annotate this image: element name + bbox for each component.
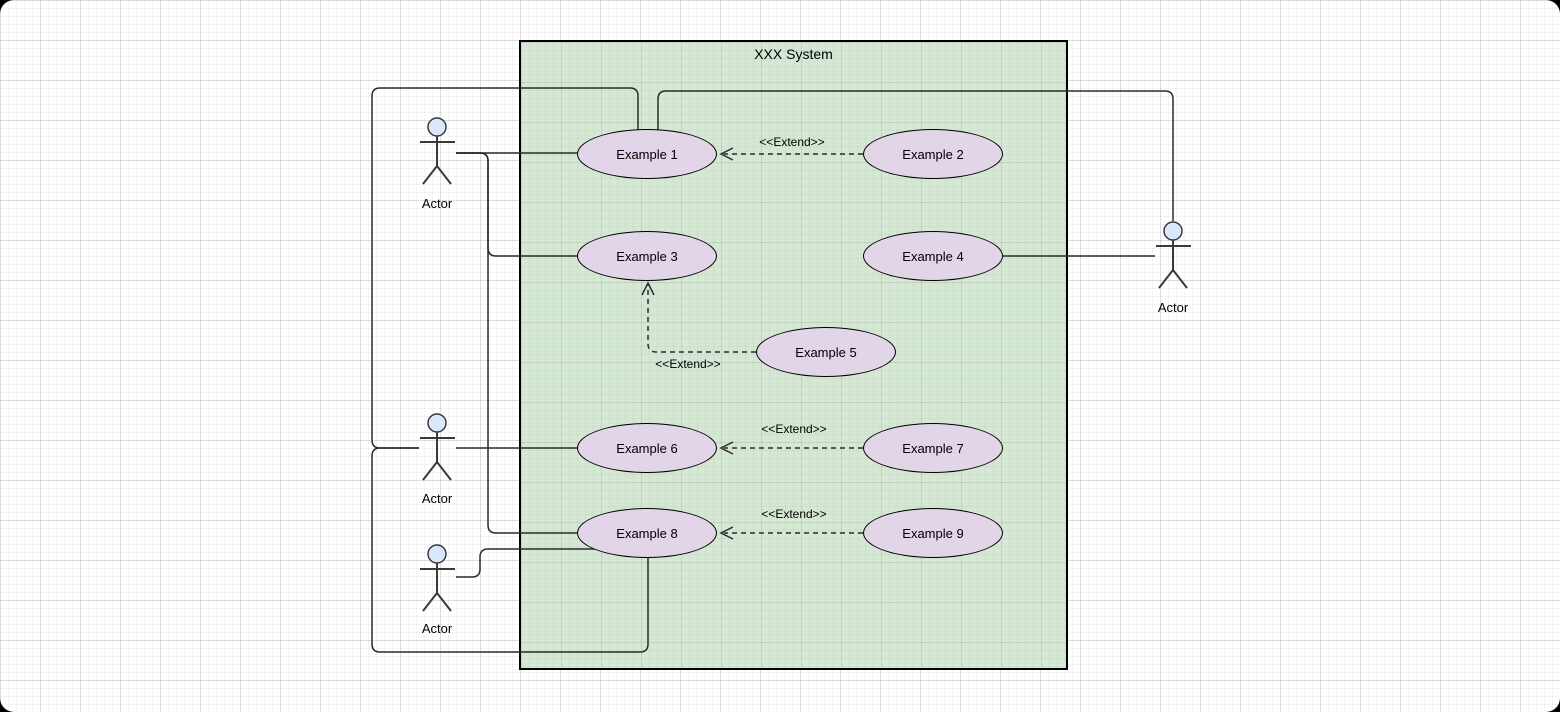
association-actor1-example8[interactable] xyxy=(456,152,577,534)
system-boundary-title: XXX System xyxy=(754,46,833,62)
extend-arrowhead-example6 xyxy=(719,441,734,455)
actor-legs xyxy=(422,165,452,185)
extend-label-example2-example1: <<Extend>> xyxy=(759,135,825,149)
usecase-label: Example 7 xyxy=(902,440,964,456)
extend-line-example5-example3[interactable] xyxy=(647,285,756,353)
actor-head xyxy=(427,544,447,564)
extend-arrowhead-example1 xyxy=(719,147,734,161)
usecase-label: Example 8 xyxy=(616,525,678,541)
actor-figure-left-bottom[interactable] xyxy=(420,544,455,612)
usecase-label: Example 1 xyxy=(616,146,678,162)
usecase-example-3[interactable]: Example 3 xyxy=(577,231,717,281)
actor-label-right: Actor xyxy=(1157,300,1189,315)
actor-head xyxy=(427,117,447,137)
usecase-example-8[interactable]: Example 8 xyxy=(577,508,717,558)
usecase-example-2[interactable]: Example 2 xyxy=(863,129,1003,179)
usecase-label: Example 4 xyxy=(902,248,964,264)
extend-arrowhead-example8 xyxy=(719,526,734,540)
extend-label-example5-example3: <<Extend>> xyxy=(655,357,721,371)
actor-figure-left-top[interactable] xyxy=(420,117,455,185)
usecase-example-5[interactable]: Example 5 xyxy=(756,327,896,377)
extend-arrowhead-example3 xyxy=(641,281,655,296)
usecase-label: Example 2 xyxy=(902,146,964,162)
extend-label-example7-example6: <<Extend>> xyxy=(761,422,827,436)
association-example1-actor4[interactable] xyxy=(657,90,1174,221)
actor-label-left-middle: Actor xyxy=(421,491,453,506)
actor-head xyxy=(427,413,447,433)
association-actor3-example8[interactable] xyxy=(456,548,598,578)
actor-figure-left-middle[interactable] xyxy=(420,413,455,481)
usecase-label: Example 6 xyxy=(616,440,678,456)
actor-legs xyxy=(422,461,452,481)
usecase-example-9[interactable]: Example 9 xyxy=(863,508,1003,558)
usecase-label: Example 3 xyxy=(616,248,678,264)
usecase-example-6[interactable]: Example 6 xyxy=(577,423,717,473)
usecase-example-7[interactable]: Example 7 xyxy=(863,423,1003,473)
usecase-example-1[interactable]: Example 1 xyxy=(577,129,717,179)
association-actor2-example8[interactable] xyxy=(371,447,649,653)
usecase-example-4[interactable]: Example 4 xyxy=(863,231,1003,281)
actor-label-left-bottom: Actor xyxy=(421,621,453,636)
usecase-label: Example 9 xyxy=(902,525,964,541)
usecase-label: Example 5 xyxy=(795,344,857,360)
extend-label-example9-example8: <<Extend>> xyxy=(761,507,827,521)
actor-label-left-top: Actor xyxy=(421,196,453,211)
actor-head xyxy=(1163,221,1183,241)
actor-legs xyxy=(1158,269,1188,289)
actor-figure-right[interactable] xyxy=(1156,221,1191,289)
association-example1-actor2[interactable] xyxy=(371,87,639,449)
actor-legs xyxy=(422,592,452,612)
